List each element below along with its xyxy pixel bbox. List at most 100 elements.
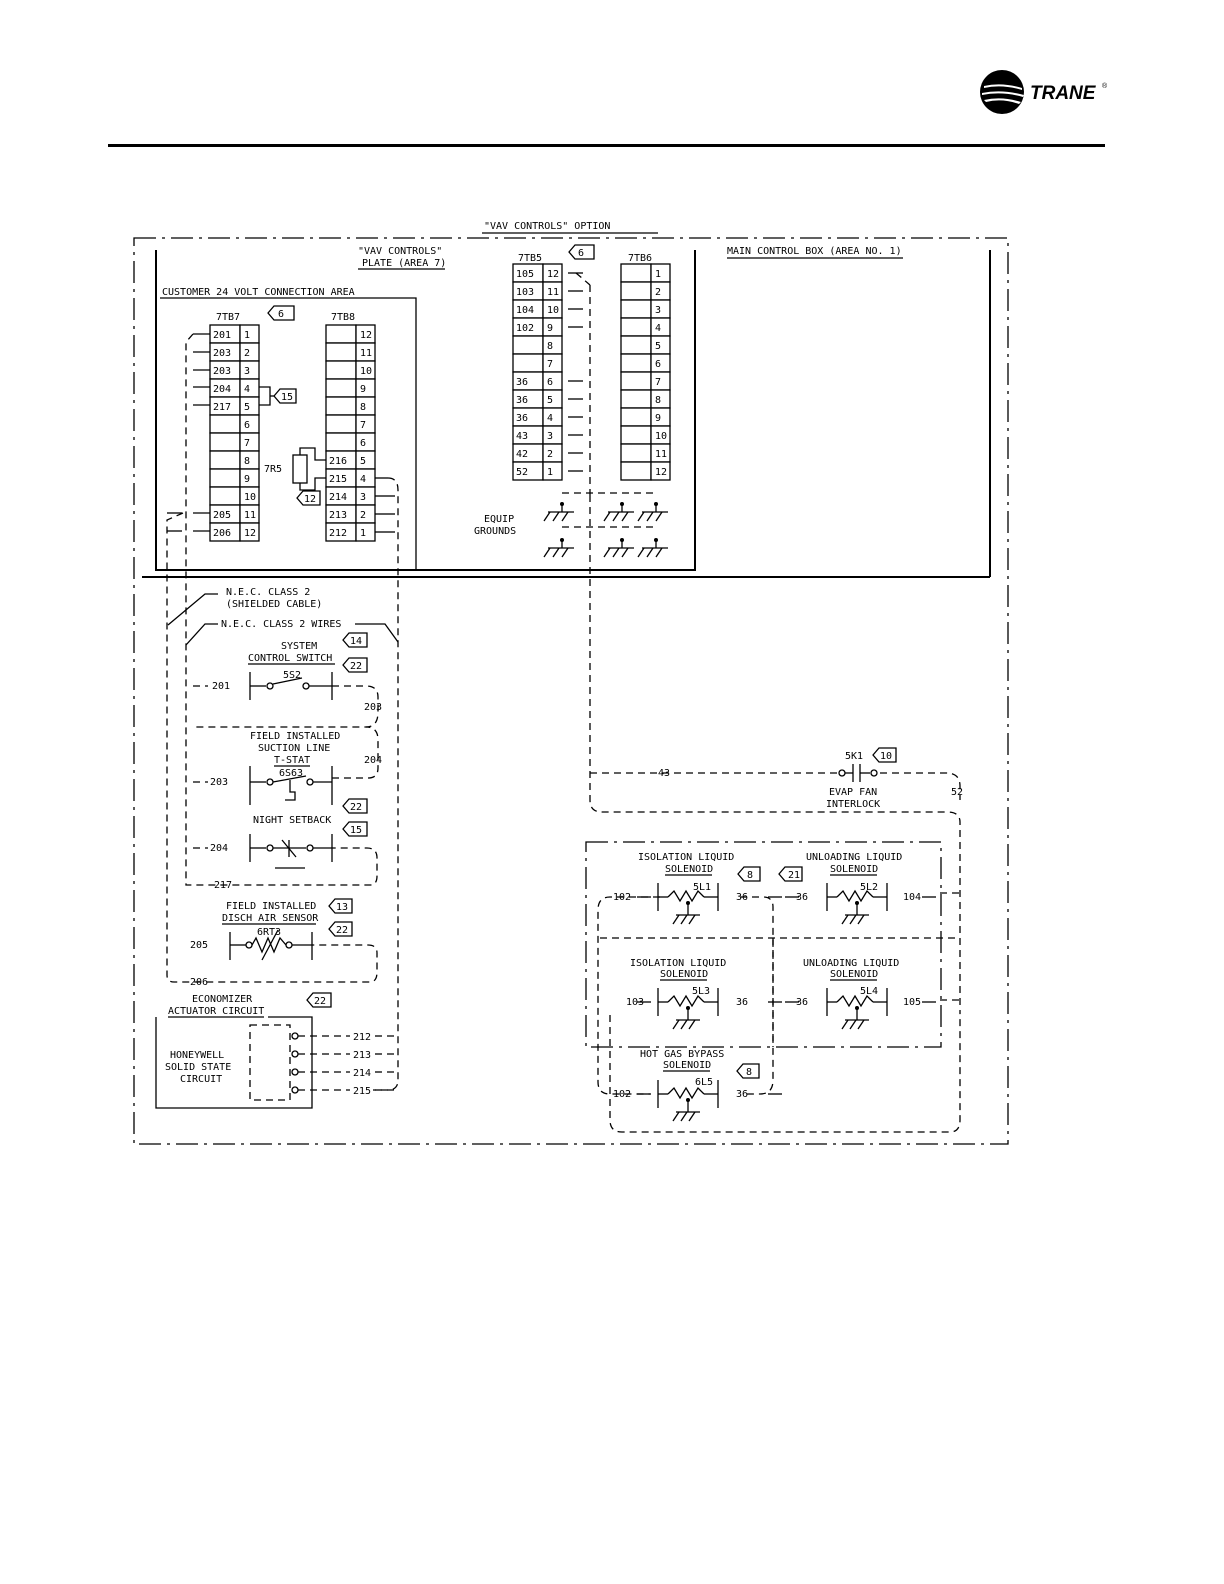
terminal-wire-label: 215 [329, 474, 347, 485]
air-sensor-in: 205 [190, 940, 208, 951]
air-sensor-title-1: FIELD INSTALLED [226, 901, 316, 912]
s2-device: 5L2 [860, 882, 878, 893]
terminal-wire-label: 216 [329, 456, 347, 467]
terminal-number: 5 [244, 402, 250, 413]
terminal-number: 12 [360, 330, 372, 341]
terminal-number: 9 [547, 323, 553, 334]
main-box-title: MAIN CONTROL BOX (AREA NO. 1) [727, 246, 902, 257]
svg-text:8: 8 [747, 870, 753, 881]
s2-out: 104 [903, 892, 921, 903]
terminal-number: 11 [244, 510, 256, 521]
terminal-number: 2 [547, 449, 553, 460]
terminal-number: 9 [655, 413, 661, 424]
terminal-wire-label: 102 [516, 323, 534, 334]
ground-node [654, 502, 658, 506]
note-flag: 22 [328, 921, 353, 937]
tstat-title-2: SUCTION LINE [258, 743, 330, 754]
s3-title-1: ISOLATION LIQUID [630, 958, 726, 969]
solenoid-ground-hatch [680, 1019, 688, 1030]
econ-wire-label: 215 [353, 1086, 371, 1097]
ground-node [560, 538, 564, 542]
s4-device: 5L4 [860, 986, 878, 997]
ground-hatch [637, 547, 645, 558]
customer-area-box [160, 297, 417, 570]
tb7-label: 7TB7 [216, 312, 240, 323]
terminal-wire-cell [620, 263, 652, 283]
s1-title-2: SOLENOID [665, 864, 713, 875]
honeywell-2: SOLID STATE [165, 1062, 231, 1073]
night-setback-out: 217 [214, 880, 232, 891]
fan-interlock-title-2: INTERLOCK [826, 799, 880, 810]
ground-hatch [603, 511, 611, 522]
solenoid-ground-hatch [849, 914, 857, 925]
terminal-wire-cell [209, 450, 241, 470]
note-flag: 22 [306, 992, 332, 1008]
econ-wire-label: 212 [353, 1032, 371, 1043]
honeywell-3: CIRCUIT [180, 1074, 222, 1085]
note-flag: 13 [328, 898, 353, 914]
solenoid-coil [667, 994, 705, 1008]
tstat-device: 6S63 [279, 768, 303, 779]
terminal-wire-label: 104 [516, 305, 534, 316]
fan-interlock-title-1: EVAP FAN [829, 787, 877, 798]
terminal-wire-label: 206 [213, 528, 231, 539]
s5-title-1: HOT GAS BYPASS [640, 1049, 724, 1060]
solenoid-ground-hatch [688, 914, 696, 925]
equip-grounds-label-2: GROUNDS [474, 526, 516, 537]
terminal-wire-cell [325, 396, 357, 416]
honeywell-1: HONEYWELL [170, 1050, 224, 1061]
terminal-wire-cell [209, 486, 241, 506]
night-setback-in: 204 [210, 843, 228, 854]
terminal-wire-cell [620, 371, 652, 391]
solenoid-ground-hatch [680, 1111, 688, 1122]
terminal-number: 12 [547, 269, 559, 280]
solenoid-ground-hatch [841, 1019, 849, 1030]
terminal-number: 3 [547, 431, 553, 442]
air-sensor-out: 206 [190, 977, 208, 988]
brand-name: TRANE [1030, 83, 1097, 104]
note-flag: 12 [296, 490, 321, 506]
plate-title-2: PLATE (AREA 7) [362, 258, 446, 269]
terminal-wire-cell [620, 335, 652, 355]
solenoid-ground-hatch [688, 1111, 696, 1122]
terminal-wire-label: 205 [213, 510, 231, 521]
ground-hatch [621, 547, 629, 558]
resistor-7r5 [292, 454, 308, 484]
terminal-number: 9 [360, 384, 366, 395]
terminal-number-cell [239, 522, 260, 542]
terminal-wire-label: 52 [516, 467, 528, 478]
terminal-number: 7 [655, 377, 661, 388]
terminal-wire-cell [620, 299, 652, 319]
terminal-wire-cell [325, 414, 357, 434]
solenoid-ground-hatch [849, 1019, 857, 1030]
terminal-number: 2 [360, 510, 366, 521]
s4-title-2: SOLENOID [830, 969, 878, 980]
system-switch-title-1: SYSTEM [281, 641, 317, 652]
terminal-wire-label: 36 [516, 377, 528, 388]
s4-out: 105 [903, 997, 921, 1008]
svg-text:15: 15 [350, 825, 362, 836]
terminal-number: 4 [547, 413, 553, 424]
note-flag: 8 [736, 1063, 760, 1079]
s5-out: 36 [736, 1089, 748, 1100]
s5-in: 102 [613, 1089, 631, 1100]
solenoid-area [585, 841, 942, 1048]
night-setback-title: NIGHT SETBACK [253, 815, 331, 826]
ground-hatch [561, 511, 569, 522]
solenoid-ground-hatch [672, 1019, 680, 1030]
terminal-wire-cell [620, 407, 652, 427]
svg-text:21: 21 [788, 870, 800, 881]
terminal-number: 3 [360, 492, 366, 503]
terminal-wire-label: 201 [213, 330, 231, 341]
econ-terminal [291, 1068, 299, 1076]
svg-text:8: 8 [746, 1067, 752, 1078]
economizer-actuator-box [155, 1016, 313, 1109]
s2-title-2: SOLENOID [830, 864, 878, 875]
terminal-wire-cell [620, 317, 652, 337]
ground-hatch [646, 547, 654, 558]
ground-hatch [543, 547, 551, 558]
